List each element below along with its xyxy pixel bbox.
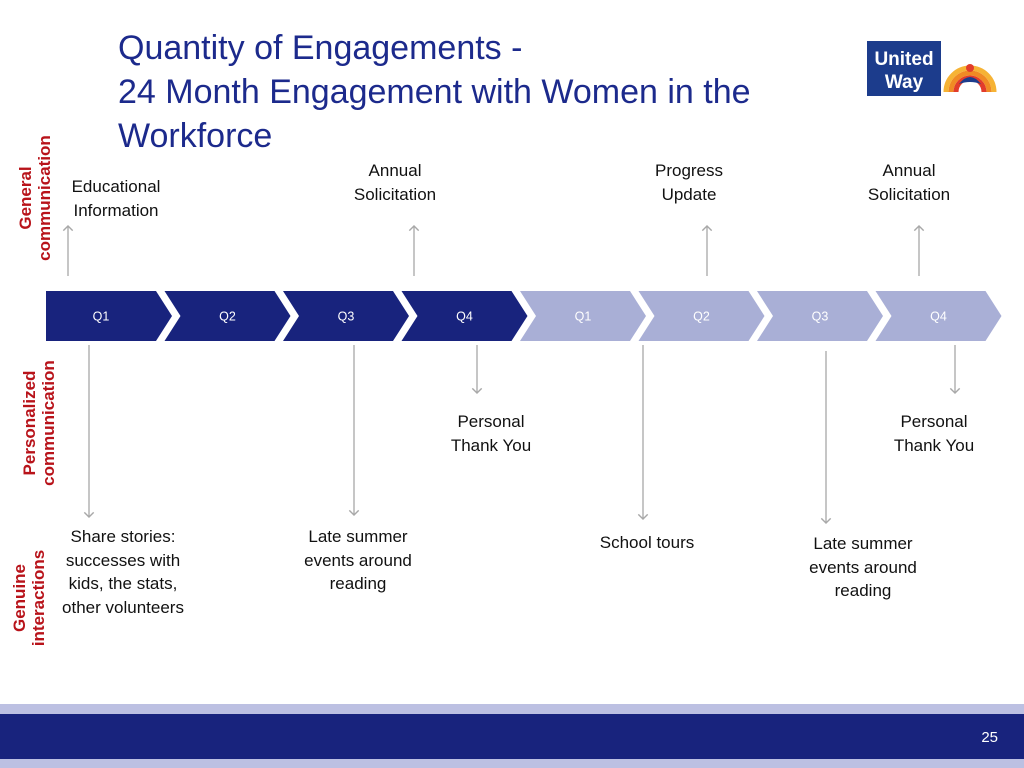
note-annual-solicitation-1: Annual Solicitation [353, 161, 437, 204]
quarter-label: Q1 [575, 310, 592, 324]
quarter-label: Q4 [930, 310, 947, 324]
quarter-label: Q2 [219, 310, 236, 324]
footer-light-band-bottom [0, 759, 1024, 768]
logo-line-1: United [874, 49, 933, 70]
rainbow-hand-icon [943, 64, 997, 93]
page-number: 25 [981, 729, 998, 746]
note-progress-update: Progress Update [654, 161, 724, 204]
quarter-chevron [520, 291, 646, 341]
note-educational-information: Educational Information [71, 177, 161, 220]
quarter-chevron [283, 291, 409, 341]
quarter-chevrons: Q1 Q2 Q3 Q4 Q1 Q2 Q3 Q4 [46, 291, 1002, 341]
note-personal-thank-you-2: Personal Thank You [893, 412, 975, 455]
note-annual-solicitation-2: Annual Solicitation [867, 161, 951, 204]
footer-bar [0, 714, 1024, 759]
logo-line-2: Way [885, 72, 924, 93]
note-personal-thank-you-1: Personal Thank You [450, 412, 532, 455]
united-way-logo: United Way [866, 40, 999, 97]
logo-blue-panel [867, 41, 941, 96]
quarter-chevron [638, 291, 765, 341]
quarter-label: Q3 [812, 310, 829, 324]
footer-light-band [0, 704, 1024, 714]
title-line: 24 Month Engagement with Women in the [118, 73, 751, 111]
quarter-chevron [46, 291, 172, 341]
quarter-chevron [401, 291, 528, 341]
title-line: Quantity of Engagements - [118, 29, 523, 67]
title-line: Workforce [118, 117, 273, 155]
slide-title: Quantity of Engagements - 24 Month Engag… [118, 26, 878, 158]
quarter-label: Q2 [693, 310, 710, 324]
quarter-chevron [164, 291, 291, 341]
quarter-chevron [757, 291, 883, 341]
note-late-summer-events-2: Late summer events around reading [809, 534, 917, 600]
quarter-label: Q3 [338, 310, 355, 324]
note-late-summer-events-1: Late summer events around reading [304, 527, 412, 593]
note-school-tours: School tours [599, 533, 695, 552]
quarter-label: Q1 [93, 310, 110, 324]
quarter-chevron [875, 291, 1002, 341]
quarter-label: Q4 [456, 310, 473, 324]
note-share-stories: Share stories: successes with kids, the … [62, 527, 184, 617]
